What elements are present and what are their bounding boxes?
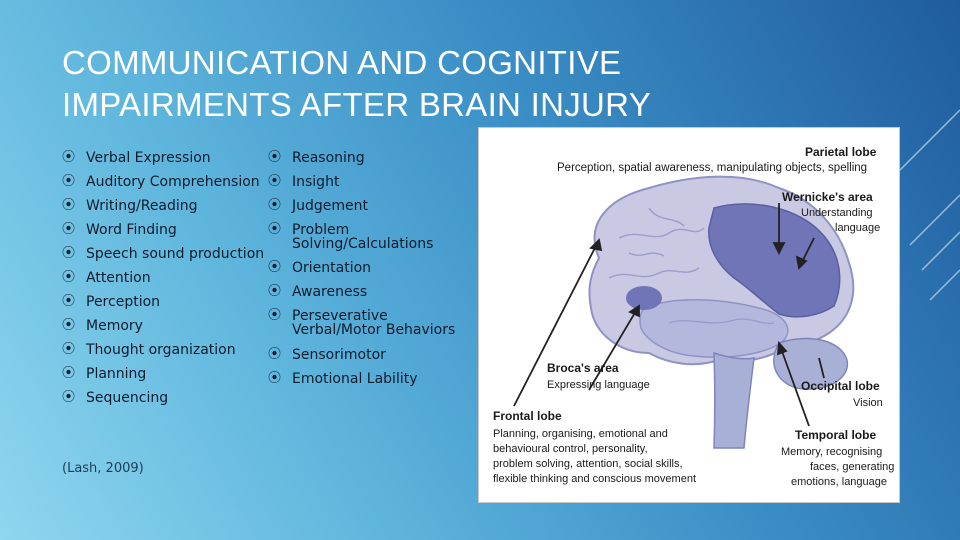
occipital-lobe-title: Occipital lobe <box>801 379 880 393</box>
temporal-lobe-desc-2: faces, generating <box>810 461 895 473</box>
occipital-lobe-desc: Vision <box>853 397 883 409</box>
circled-double-chevron-right-icon: ⦿ <box>62 318 76 333</box>
brain-lobes-figure: Parietal lobe Perception, spatial awaren… <box>478 127 900 503</box>
slide-title-line-1: COMMUNICATION AND COGNITIVE <box>62 44 622 81</box>
broca-area-title: Broca's area <box>547 361 619 375</box>
parietal-lobe-title: Parietal lobe <box>805 145 877 159</box>
frontal-lobe-desc-3: problem solving, attention, social skill… <box>493 458 683 470</box>
circled-double-chevron-right-icon: ⦿ <box>268 174 282 189</box>
circled-double-chevron-right-icon: ⦿ <box>268 260 282 275</box>
circled-double-chevron-right-icon: ⦿ <box>62 366 76 381</box>
brain-stem-shape <box>713 351 755 449</box>
circled-double-chevron-right-icon: ⦿ <box>62 390 76 405</box>
frontal-lobe-desc-1: Planning, organising, emotional and <box>493 428 668 440</box>
circled-double-chevron-right-icon: ⦿ <box>62 342 76 357</box>
temporal-lobe-desc-1: Memory, recognising <box>781 446 883 458</box>
circled-double-chevron-right-icon: ⦿ <box>268 308 282 323</box>
broca-area-desc: Expressing language <box>547 379 650 391</box>
wernicke-area-desc-1: Understanding <box>801 207 873 219</box>
parietal-lobe-desc: Perception, spatial awareness, manipulat… <box>557 162 868 174</box>
circled-double-chevron-right-icon: ⦿ <box>268 347 282 362</box>
temporal-region-shape <box>639 299 789 358</box>
temporal-lobe-desc-3: emotions, language <box>791 476 888 488</box>
cerebellum-shape <box>773 337 848 390</box>
circled-double-chevron-right-icon: ⦿ <box>62 270 76 285</box>
slide-title-line-2: IMPAIRMENTS AFTER BRAIN INJURY <box>62 86 652 123</box>
wernicke-region-shape <box>708 203 841 318</box>
circled-double-chevron-right-icon: ⦿ <box>62 198 76 213</box>
frontal-lobe-title: Frontal lobe <box>493 409 562 423</box>
frontal-lobe-desc-4: flexible thinking and conscious movement <box>493 473 697 485</box>
wernicke-area-desc-2: language <box>835 222 881 234</box>
frontal-lobe-desc-2: behavioural control, personality, <box>493 443 648 455</box>
circled-double-chevron-right-icon: ⦿ <box>268 150 282 165</box>
left-bullet-list: ⦿Verbal Expression ⦿Auditory Comprehensi… <box>62 150 265 406</box>
broca-region-shape <box>626 286 662 310</box>
circled-double-chevron-right-icon: ⦿ <box>62 174 76 189</box>
wernicke-area-title: Wernicke's area <box>782 190 873 204</box>
circled-double-chevron-right-icon: ⦿ <box>268 371 282 386</box>
brain-illustration <box>513 175 855 449</box>
circled-double-chevron-right-icon: ⦿ <box>268 284 282 299</box>
circled-double-chevron-right-icon: ⦿ <box>62 222 76 237</box>
circled-double-chevron-right-icon: ⦿ <box>62 294 76 309</box>
circled-double-chevron-right-icon: ⦿ <box>62 150 76 165</box>
circled-double-chevron-right-icon: ⦿ <box>62 246 76 261</box>
temporal-lobe-title: Temporal lobe <box>795 428 877 442</box>
right-bullet-list: ⦿Reasoning ⦿Insight ⦿Judgement ⦿Problem … <box>268 150 456 387</box>
slide-title: COMMUNICATION AND COGNITIVE IMPAIRMENTS … <box>62 42 762 126</box>
circled-double-chevron-right-icon: ⦿ <box>268 198 282 213</box>
circled-double-chevron-right-icon: ⦿ <box>268 222 282 237</box>
citation: (Lash, 2009) <box>62 461 144 476</box>
